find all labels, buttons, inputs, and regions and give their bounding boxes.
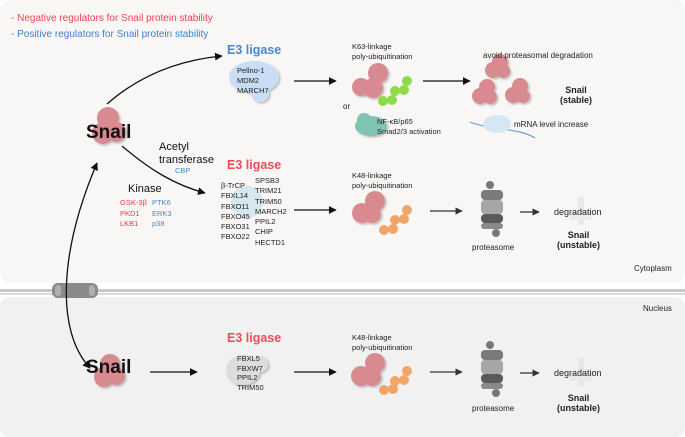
acetyltransferase-title: Acetyl transferase [159,141,214,167]
degraded-fragments-icon [570,197,592,225]
cbp-label: CBP [175,166,191,175]
proteasome-label: proteasome [472,243,515,252]
k48-linkage-label: K48-linkage poly-ubiquitination [352,171,412,191]
k63-ligase-icon [229,61,279,102]
proteasome-icon [481,181,503,237]
kinase-gsk3b: GSK-3β [120,198,147,207]
ligase-btrcp: β-TrCP [221,181,246,190]
stable-snail-icons [472,54,530,104]
nuclear-pore-icon [52,283,98,298]
k48-ligase-list-col2: SPSB3 TRIM21 TRIM50 MARCH2 PPIL2 CHIP HE… [255,176,287,248]
k48-linkage-line1: K48-linkage [352,171,392,180]
legend-negative: - Negative regulators for Snail protein … [11,13,213,24]
mrna-ribosome-icon [469,115,536,139]
snail-unstable-label: Snail (unstable) [557,230,600,251]
nuclear-membrane-inner [0,293,685,295]
snail-k63-protein-icon [352,63,388,98]
k63-linkage-line1: K63-linkage [352,42,392,51]
nucleus-label: Nucleus [643,304,672,313]
nucleus-degraded-fragments-icon [570,358,592,386]
activation-line2: Smad2/3 activation [377,127,441,136]
kinase-positive-list: PTK6 ERK3 p38 [152,198,172,230]
kinase-title: Kinase [128,183,162,195]
kinase-erk3: ERK3 [152,208,172,218]
nucleus-linkage-line2: poly-ubiquitination [352,343,413,352]
snail-nucleus-k48-icon [351,353,385,386]
k48-ligase-icon [231,186,263,218]
k48-linkage-line2: poly-ubiquitination [352,181,413,190]
acetyl-line1: Acetyl [159,141,189,153]
nucleus-degradation-label: degradation [554,368,602,378]
ligase-fbxl5: FBXL5 [237,354,260,363]
k48-e3-ligase-title: E3 ligase [227,158,282,172]
arrow-to-k63-ligase [106,52,223,105]
nucleus-proteasome-label: proteasome [472,404,515,413]
cytoplasm-label: Cytoplasm [634,264,672,273]
ligase-trim50-nuc: TRIM50 [237,382,264,392]
ligase-hectd1: HECTD1 [255,237,286,247]
degradation-label: degradation [554,207,602,217]
snail-nucleus-protein-icon [94,354,125,387]
nucleus-snail-unstable-label: Snail (unstable) [557,393,600,414]
kinase-pkd1: PKD1 [120,208,140,218]
snail-protein-icon [92,107,126,144]
mrna-increase-label: mRNA level increase [514,120,589,129]
ligase-pellino1: Pellno-1 [237,66,265,75]
snail-nucleus-label: Snail [86,357,132,378]
legend-positive: - Positive regulators for Snail protein … [11,29,209,40]
ligase-mdm2: MDM2 [237,76,260,85]
k63-linkage-label: K63-linkage poly-ubiquitination [352,42,412,62]
arrow-cyto-nucleus [65,162,98,369]
ligase-spsb3: SPSB3 [255,176,280,185]
nuclear-membrane-outer [0,289,685,292]
ligase-fbxw7: FBXW7 [237,363,263,373]
k63-ligase-list: Pellno-1 MDM2 MARCH7 [237,66,269,96]
kinase-ptk6: PTK6 [152,198,171,207]
snail-cytoplasm-label: Snail [86,122,132,143]
nucleus-k48-ubiquitin-icon [379,366,412,395]
nucleus-k48-linkage-label: K48-linkage poly-ubiquitination [352,333,412,353]
snail-unstable-name: Snail [567,230,590,240]
ligase-march7: MARCH7 [237,86,269,95]
k63-linkage-line2: poly-ubiquitination [352,52,413,61]
arrow-to-k48-ligase [121,145,206,195]
ligase-fbxo45: FBXO45 [221,211,250,221]
activation-label: NF-κB/p65 Smad2/3 activation [377,117,441,137]
nucleus-e3-ligase-title: E3 ligase [227,331,282,345]
ligase-trim50: TRIM50 [255,196,282,206]
acetyl-line2: transferase [159,154,215,166]
activation-line1: NF-κB/p65 [377,117,413,126]
k63-e3-ligase-title: E3 ligase [227,43,282,57]
ligase-chip: CHIP [255,227,273,237]
ligase-fbxo31: FBXO31 [221,222,250,232]
nucleus-ligase-icon [226,355,268,385]
ligase-trim21: TRIM21 [255,186,282,196]
kinase-p38: p38 [152,219,165,228]
k48-ubiquitin-chain-icon [379,205,412,235]
ligase-ppil2: PPIL2 [255,217,276,227]
nucleus-linkage-line1: K48-linkage [352,333,392,342]
nucleus-snail-name: Snail [567,393,590,403]
ligase-ppil2-nuc: PPIL2 [237,373,258,382]
avoid-degradation-label: avoid proteasomal degradation [483,51,593,60]
ligase-fbxl14: FBXL14 [221,191,249,201]
nucleus-ligase-list: FBXL5 FBXW7 PPIL2 TRIM50 [237,354,264,392]
nucleus-proteasome-icon [481,341,503,397]
kinase-lkb1: LKB1 [120,219,139,228]
ligase-fbxo11: FBXO11 [221,201,250,211]
k63-ubiquitin-chain-icon [378,76,412,106]
ligase-march2: MARCH2 [255,206,287,216]
kinase-negative-list: GSK-3β PKD1 LKB1 [120,198,147,230]
snail-stable-label: Snail (stable) [560,85,592,106]
ligase-fbxo22: FBXO22 [221,232,250,242]
snail-stable-name: Snail [565,85,587,95]
snail-k48-protein-icon [352,191,385,223]
snail-unstable-state: (unstable) [557,240,601,251]
k48-ligase-list-col1: β-TrCP FBXL14 FBXO11 FBXO45 FBXO31 FBXO2… [221,181,250,243]
snail-stable-state: (stable) [560,95,593,106]
nucleus-snail-state: (unstable) [557,403,601,414]
nfkb-smad-icon [355,113,387,136]
or-label: or [343,102,351,111]
